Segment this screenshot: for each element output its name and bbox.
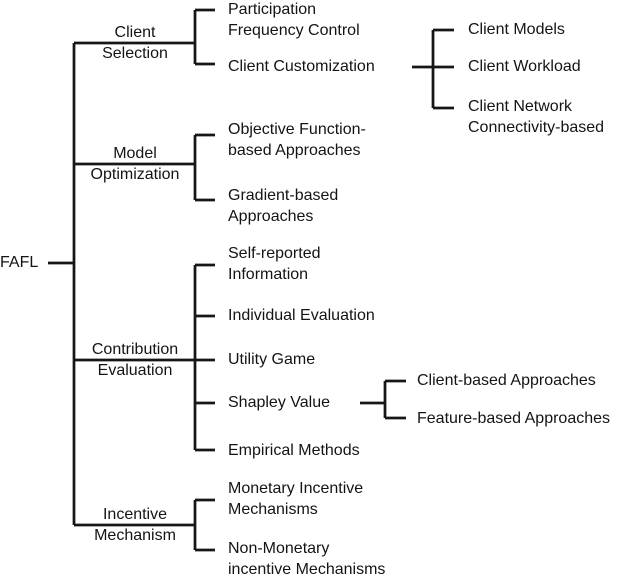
leaf-objective-function-based: Objective Function- based Approaches (228, 119, 366, 161)
leaf-label-line: incentive Mechanisms (228, 561, 386, 578)
leaf-label-line: Individual Evaluation (228, 307, 375, 324)
branch-label-contribution-evaluation: Contribution Evaluation (75, 339, 195, 381)
leaf-label-line: Monetary Incentive (228, 480, 364, 497)
leaf-utility-game: Utility Game (228, 349, 315, 370)
leaf-client-based-approaches: Client-based Approaches (417, 370, 596, 391)
leaf-monetary-incentive-mechanisms: Monetary Incentive Mechanisms (228, 478, 363, 520)
branch-label-line: Evaluation (97, 362, 173, 379)
leaf-label-line: Client Customization (228, 58, 375, 75)
leaf-label-line: Objective Function- (228, 121, 366, 138)
root-label: FAFL (0, 254, 39, 271)
leaf-label-line: Client Models (468, 21, 565, 38)
leaf-label-line: Client Network (468, 98, 573, 115)
branch-label-client-selection: Client Selection (75, 22, 195, 64)
leaf-label-line: Self-reported (228, 245, 321, 262)
leaf-non-monetary-incentive-mechanisms: Non-Monetary incentive Mechanisms (228, 538, 385, 580)
leaf-label-line: Information (228, 266, 309, 283)
leaf-label-line: Frequency Control (228, 22, 360, 39)
leaf-label-line: Empirical Methods (228, 442, 360, 459)
leaf-shapley-value: Shapley Value (228, 392, 330, 413)
root-node-fafl: FAFL (0, 252, 38, 273)
leaf-feature-based-approaches: Feature-based Approaches (417, 408, 610, 429)
leaf-label-line: Gradient-based (228, 187, 339, 204)
branch-label-line: Mechanism (94, 527, 176, 544)
leaf-gradient-based: Gradient-based Approaches (228, 185, 338, 227)
branch-label-line: Model (113, 145, 157, 162)
leaf-label-line: Approaches (228, 208, 314, 225)
leaf-label-line: Participation (228, 1, 317, 18)
leaf-label-line: Mechanisms (228, 501, 318, 518)
leaf-participation-frequency-control: Participation Frequency Control (228, 0, 360, 41)
leaf-label-line: Client-based Approaches (417, 372, 596, 389)
leaf-label-line: Shapley Value (228, 394, 330, 411)
branch-label-model-optimization: Model Optimization (75, 143, 195, 185)
leaf-self-reported-information: Self-reported Information (228, 243, 321, 285)
leaf-client-network-connectivity: Client Network Connectivity-based (468, 96, 604, 138)
leaf-label-line: based Approaches (228, 142, 361, 159)
leaf-empirical-methods: Empirical Methods (228, 440, 360, 461)
branch-label-incentive-mechanism: Incentive Mechanism (75, 504, 195, 546)
leaf-client-customization: Client Customization (228, 56, 375, 77)
leaf-label-line: Client Workload (468, 58, 581, 75)
branch-label-line: Optimization (90, 166, 180, 183)
leaf-label-line: Feature-based Approaches (417, 410, 611, 427)
branch-label-line: Selection (102, 45, 168, 62)
leaf-label-line: Utility Game (228, 351, 316, 368)
branch-label-line: Contribution (91, 341, 179, 358)
leaf-client-models: Client Models (468, 19, 565, 40)
leaf-client-workload: Client Workload (468, 56, 581, 77)
leaf-individual-evaluation: Individual Evaluation (228, 305, 375, 326)
branch-label-line: Client (114, 24, 156, 41)
leaf-label-line: Connectivity-based (468, 119, 605, 136)
leaf-label-line: Non-Monetary (228, 540, 330, 557)
branch-label-line: Incentive (102, 506, 168, 523)
